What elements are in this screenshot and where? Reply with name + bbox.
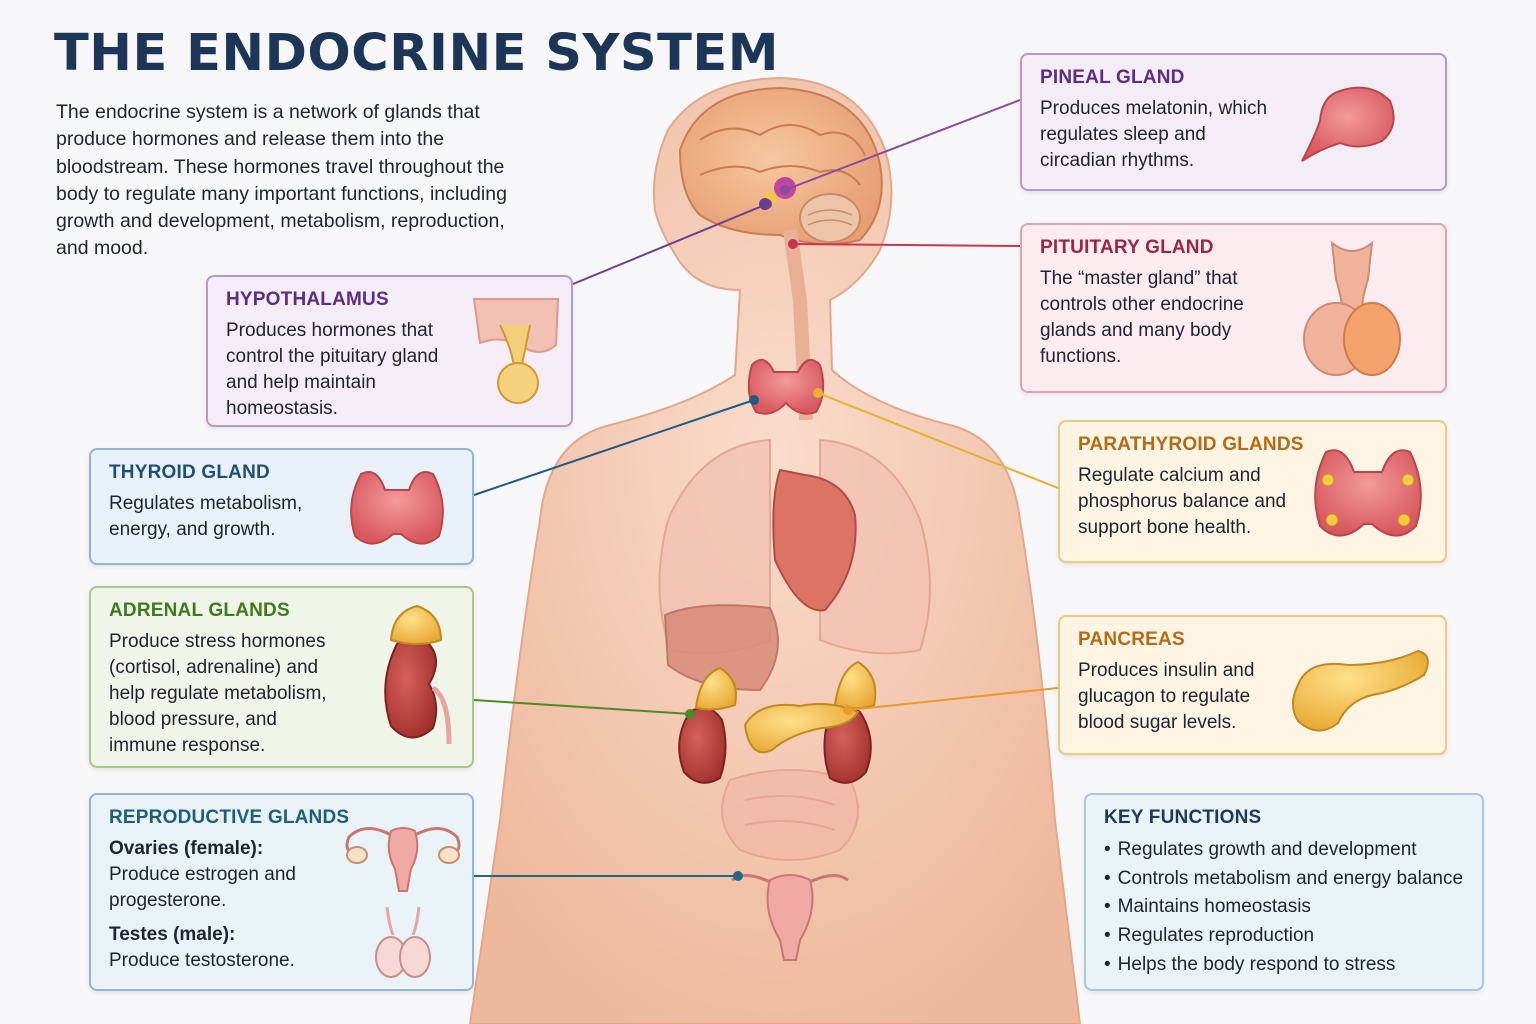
thyroid-gland-icon [350,471,444,545]
intestines-illustration [721,769,859,861]
pancreas-illustration [743,703,860,754]
pancreas-card: PANCREAS Produces insulin and glucagon t… [1058,615,1447,755]
list-item: Controls metabolism and energy balance [1104,865,1464,894]
pituitary-leader-line [792,243,1021,247]
testes-desc: Produce testosterone. [109,950,295,971]
page-title: THE ENDOCRINE SYSTEM [54,24,779,83]
uterus-illustration [731,874,849,961]
adrenal-leader-line [473,699,691,715]
adrenal-kidney-icon [384,604,452,745]
key-functions-list: Regulates growth and development Control… [1104,836,1464,980]
thyroid-leader-line [473,399,755,496]
list-item: Regulates growth and development [1104,836,1464,865]
hypothalamus-desc: Produces hormones that control the pitui… [226,320,439,419]
ovaries-label: Ovaries (female): [109,838,264,859]
parathyroid-card: PARATHYROID GLANDS Regulate calcium and … [1058,420,1447,563]
heart-illustration [772,468,857,612]
key-functions-title: KEY FUNCTIONS [1104,807,1262,828]
pineal-card: PINEAL GLAND Produces melatonin, which r… [1020,53,1447,191]
pineal-title: PINEAL GLAND [1040,67,1185,88]
reproductive-title: REPRODUCTIVE GLANDS [109,807,350,828]
pancreas-desc: Produces insulin and glucagon to regulat… [1078,660,1255,733]
hypothalamus-leader-line [572,203,768,285]
testes-label: Testes (male): [109,924,236,945]
pineal-desc: Produces melatonin, which regulates slee… [1040,98,1268,171]
parathyroid-leader-line [817,392,1059,489]
testes-icon [375,906,431,978]
thyroid-card: THYROID GLAND Regulates metabolism, ener… [89,448,474,565]
parathyroid-desc: Regulate calcium and phosphorus balance … [1078,465,1287,538]
liver-illustration [663,604,779,692]
adrenal-card: ADRENAL GLANDS Produce stress hormones (… [89,586,474,768]
leader-dots [685,185,853,881]
uterus-ovaries-icon [345,827,461,892]
leader-lines [473,99,1059,877]
parathyroid-title: PARATHYROID GLANDS [1078,434,1304,455]
hypothalamus-card: HYPOTHALAMUS Produces hormones that cont… [206,275,573,427]
adrenal-desc: Produce stress hormones (cortisol, adren… [109,631,327,756]
pineal-leader-line [784,99,1021,191]
hypothalamus-icon [472,298,560,404]
ovaries-desc: Produce estrogen and progesterone. [109,864,296,911]
pituitary-title: PITUITARY GLAND [1040,237,1214,258]
parathyroid-glands-icon [1314,449,1422,537]
thyroid-illustration [747,358,825,415]
thyroid-desc: Regulates metabolism, energy, and growth… [109,493,303,540]
key-functions-card: KEY FUNCTIONS Regulates growth and devel… [1084,793,1484,991]
reproductive-card: REPRODUCTIVE GLANDS Ovaries (female): Pr… [89,793,474,991]
pancreas-icon [1292,649,1429,732]
pituitary-card: PITUITARY GLAND The “master gland” that … [1020,223,1447,393]
list-item: Maintains homeostasis [1104,893,1464,922]
list-item: Helps the body respond to stress [1104,951,1464,980]
pancreas-title: PANCREAS [1078,629,1185,650]
hypothalamus-title: HYPOTHALAMUS [226,289,389,310]
pancreas-leader-line [847,687,1059,711]
adrenal-title: ADRENAL GLANDS [109,600,290,621]
list-item: Regulates reproduction [1104,922,1464,951]
pineal-gland-icon [1301,86,1395,162]
thyroid-title: THYROID GLAND [109,462,270,483]
intro-text: The endocrine system is a network of gla… [56,101,507,260]
pituitary-desc: The “master gland” that controls other e… [1040,268,1244,367]
pituitary-gland-icon [1303,240,1401,376]
